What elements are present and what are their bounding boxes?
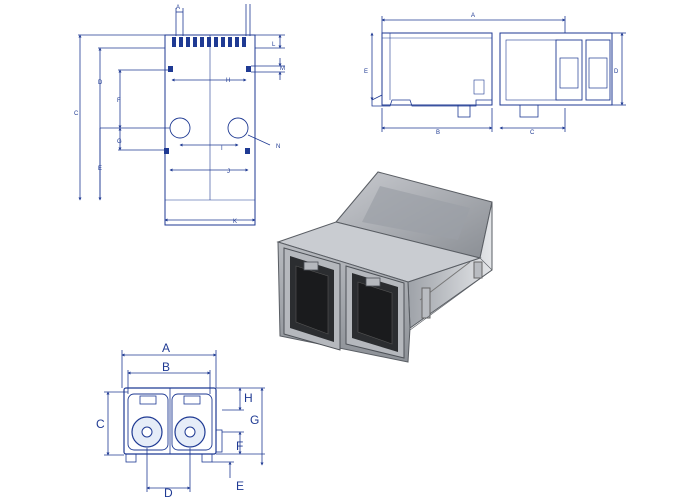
top-view-label-h: H: [226, 78, 230, 84]
side-view-label-c: C: [530, 130, 535, 136]
side-view-label-e: E: [364, 69, 368, 75]
side-view-label-d: D: [614, 69, 619, 75]
side-view-base: [371, 94, 492, 107]
side-view-foot: [457, 104, 471, 118]
top-view-label-l: L: [272, 42, 276, 48]
front-view-label-g: G: [250, 413, 259, 427]
side-view-label-a: A: [471, 13, 475, 19]
top-view-label-a: A: [176, 5, 180, 11]
side-view-housing: [381, 32, 493, 106]
front-view-label-b: B: [162, 360, 170, 374]
side-view-port-right: [585, 39, 611, 101]
top-view-drawing: A C D E F G H I J K L M N: [74, 4, 285, 226]
front-view-label-h: H: [244, 391, 253, 405]
product-photo: [276, 171, 493, 363]
top-view-label-g: G: [117, 139, 122, 145]
front-view-label-c: C: [96, 417, 105, 431]
top-view-pad: [168, 66, 173, 72]
product-port-right: [345, 265, 405, 359]
side-view-label-b: B: [436, 130, 440, 136]
top-view-label-c: C: [74, 111, 79, 117]
top-view-pad: [245, 148, 250, 154]
top-view-hole-left: [169, 117, 191, 139]
top-view-label-e: E: [98, 166, 102, 172]
top-view-label-i: I: [221, 146, 223, 152]
product-port-left: [283, 247, 341, 351]
top-view-label-j: J: [227, 169, 230, 175]
top-view-label-m: M: [280, 66, 285, 72]
top-view-label-k: K: [233, 219, 237, 225]
top-view-pad: [164, 148, 169, 154]
front-view-port-right: [171, 393, 213, 451]
front-view-label-d: D: [164, 486, 173, 500]
top-view-label-d: D: [98, 80, 103, 86]
front-view-drawing: A B C D E F G H: [96, 341, 265, 500]
top-view-pin-row: [172, 37, 246, 47]
front-view-label-a: A: [162, 341, 170, 355]
top-view-hole-right: [227, 117, 249, 139]
front-view-port-left: [127, 393, 169, 451]
front-view-label-f: F: [236, 439, 243, 453]
top-view-pad: [246, 66, 251, 72]
top-view-label-n: N: [276, 144, 280, 150]
side-view-drawing: A B C D E: [364, 13, 626, 136]
front-view-label-e: E: [236, 479, 244, 493]
side-view-receptacle: [499, 32, 613, 106]
top-view-label-f: F: [117, 98, 121, 104]
